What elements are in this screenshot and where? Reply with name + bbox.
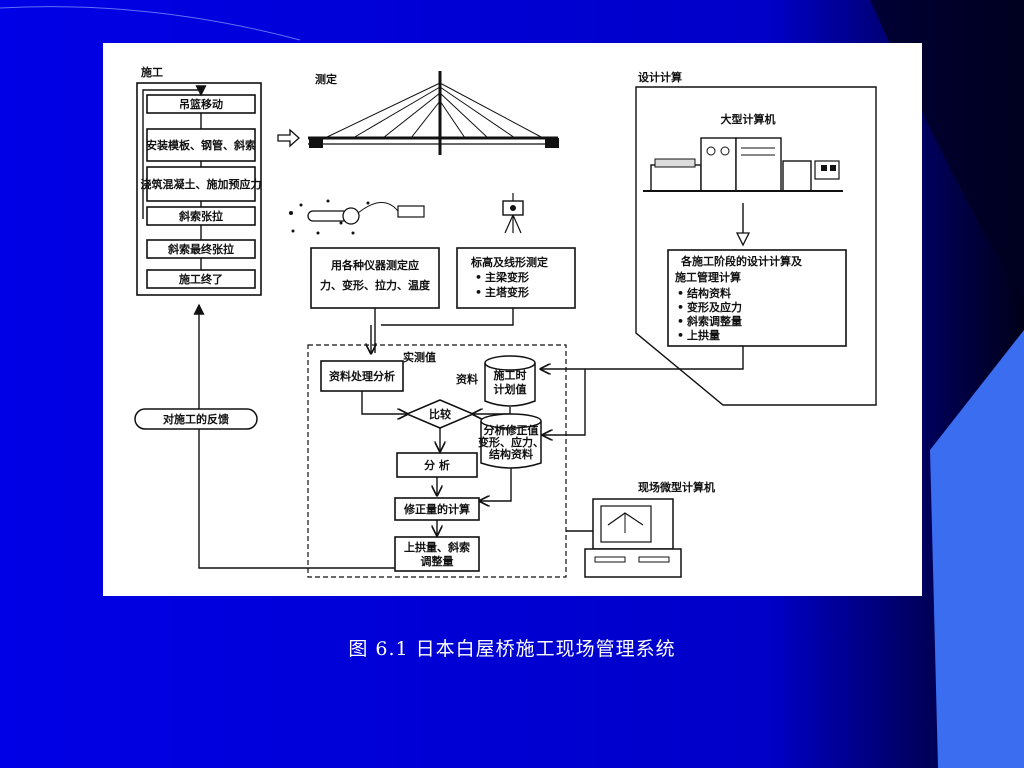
elevation-measure-title: 标高及线形测定 [470,255,548,269]
measure-instruments-line1: 用各种仪器测定应 [331,258,419,272]
design-item-bullet: • [677,287,684,300]
sensor-icon [289,199,425,235]
measured-value-label: 实测值 [403,350,436,364]
accent-shape [930,330,1024,768]
step-basket-move-label: 吊篮移动 [179,97,223,111]
feedback-box [134,408,258,430]
elevation-item-1: 主梁变形 [485,270,529,284]
corrected-to-calc [480,468,512,501]
elevation-item-2: 主塔变形 [485,285,529,299]
design-item-4: 上拱量 [687,328,720,342]
elevation-item-bullet: • [475,271,482,284]
design-item-bullet: • [677,301,684,314]
design-calc-box [667,249,847,347]
design-region [635,86,877,406]
corrected-values-cylinder [480,413,542,469]
design-calc-title1: 各施工阶段的设计计算及 [680,254,803,268]
level-instrument-icon [502,193,524,234]
step-pour-concrete-label: 浇筑混凝土、施加预应力 [141,177,262,191]
adjustment-line2: 调整量 [421,554,454,568]
data-label: 资料 [456,372,478,386]
figure-panel: 施工 吊篮移动 安装模板、钢管、斜索 浇筑混凝土、施加预应力 斜索张拉 斜索最终… [103,43,922,596]
cable-stayed-bridge-icon [308,71,559,155]
step-complete-label: 施工终了 [179,272,223,286]
elevation-flow-line [381,308,514,326]
correction-calc-label: 修正量的计算 [403,502,470,516]
analysis-region [307,344,567,578]
design-to-corrected-arrow [543,369,586,435]
analysis-label: 分 析 [424,458,450,472]
process-to-compare [361,391,407,414]
loop-arrow [142,85,207,219]
step-install-formwork-label: 安装模板、钢管、斜索 [146,138,256,152]
measure-instruments-line2: 力、变形、拉力、温度 [320,278,431,292]
data-processing-label: 资料处理分析 [329,369,395,383]
mainframe-computer-icon [643,137,843,192]
design-item-bullet: • [677,329,684,342]
figure-caption: 图 6.1 日本白屋桥施工现场管理系统 [348,638,676,660]
big-computer-label: 大型计算机 [721,112,776,126]
design-item-2: 变形及应力 [687,300,742,314]
site-computer-label: 现场微型计算机 [638,480,715,494]
feedback-label: 对施工的反馈 [163,412,229,426]
adjustment-box [394,536,480,572]
corrected-line1: 分析修正值 [484,423,539,437]
elevation-measure-box [456,247,576,309]
design-item-bullet: • [677,315,684,328]
measure-header: 测定 [315,72,337,86]
system-diagram: 施工 吊篮移动 安装模板、钢管、斜索 浇筑混凝土、施加预应力 斜索张拉 斜索最终… [134,65,877,578]
hollow-down-arrow-icon [735,232,751,247]
compare-label: 比较 [429,407,451,421]
construction-header: 施工 [141,65,163,79]
design-item-3: 斜索调整量 [686,314,742,328]
step-cable-tension-label: 斜索张拉 [178,209,223,223]
corrected-line3: 结构资料 [488,447,533,461]
design-calc-title2: 施工管理计算 [675,270,741,284]
corrected-line2: 变形、应力、 [478,435,544,449]
plan-to-compare [473,407,511,414]
design-to-plan-arrow [541,346,744,369]
design-header: 设计计算 [638,70,682,84]
micro-computer-icon [584,498,682,578]
design-item-1: 结构资料 [686,286,731,300]
plan-value-cylinder [484,355,536,407]
adjustment-line1: 上拱量、斜索 [404,540,470,554]
step-final-tension-label: 斜索最终张拉 [167,242,234,256]
feedback-arrow [193,303,395,569]
decor-curve [0,6,301,41]
elevation-item-bullet: • [475,286,482,299]
plan-value-line1: 施工时 [494,368,527,382]
plan-value-line2: 计划值 [494,382,527,396]
measure-instruments-box [310,247,440,309]
hollow-arrow-icon [277,128,300,148]
